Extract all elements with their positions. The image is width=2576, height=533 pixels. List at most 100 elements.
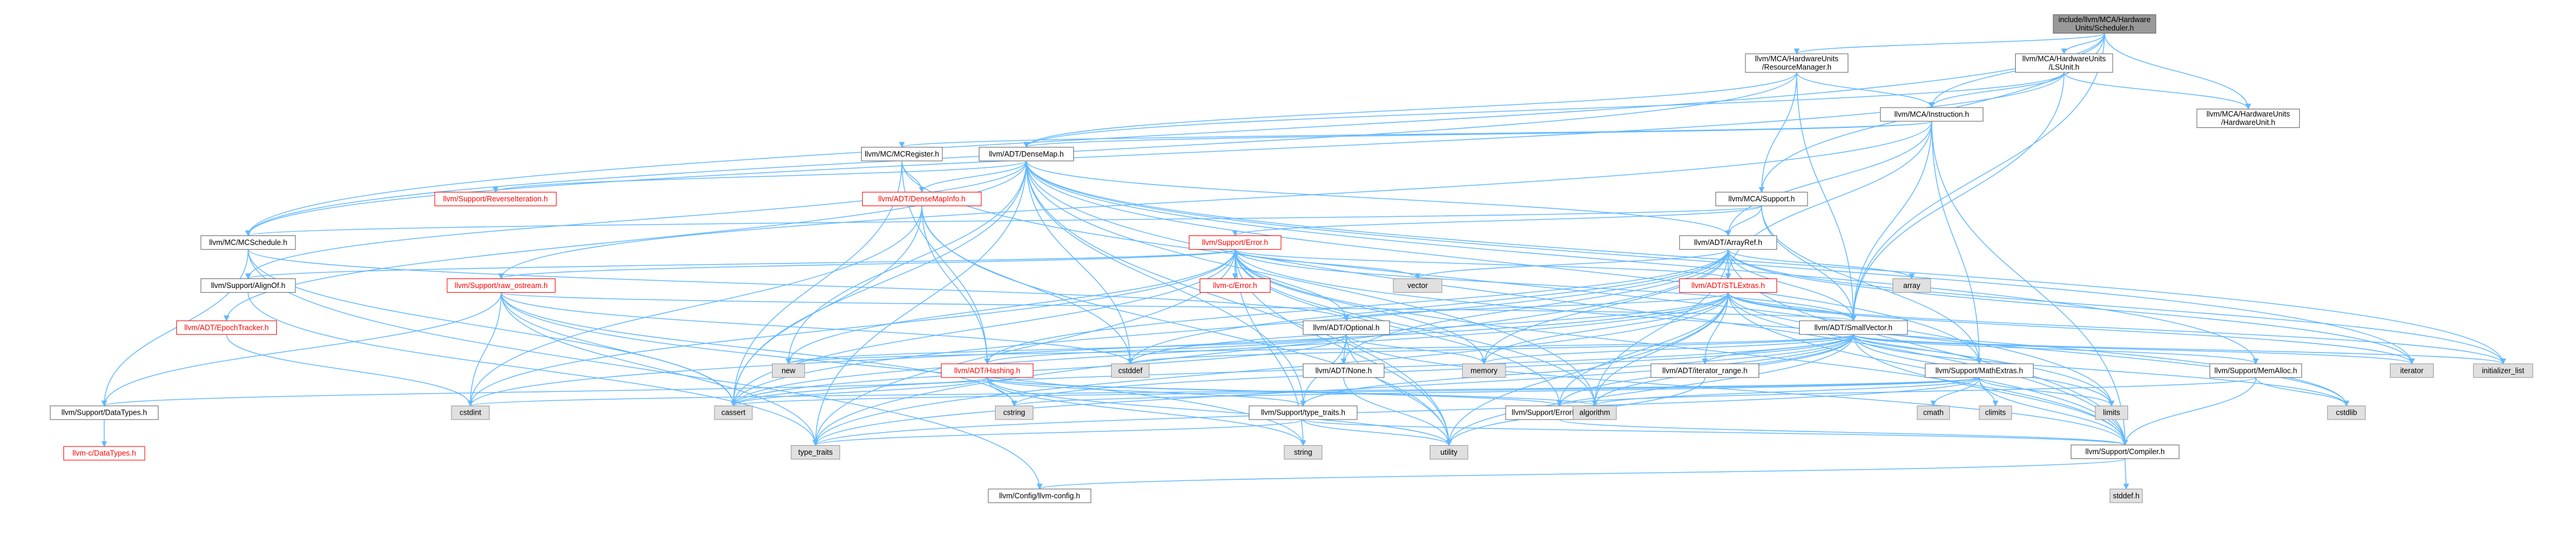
node-arrayref[interactable]: llvm/ADT/ArrayRef.h (1679, 235, 1777, 250)
node-cdatatypes[interactable]: llvm-c/DataTypes.h (63, 446, 145, 461)
node-box (714, 405, 753, 420)
edge-arrayref-to-smallvector (1727, 249, 1857, 321)
graph-nodes: include/llvm/MCA/HardwareUnits/Scheduler… (50, 14, 2534, 503)
node-label: llvm/Support/MathExtras.h (1936, 366, 2023, 375)
edge-densemap-to-initlist (1025, 161, 2506, 364)
edge-mathextras-to-cassert (731, 377, 1980, 407)
node-label: llvm/Support/raw_ostream.h (454, 281, 548, 290)
node-root[interactable]: include/llvm/MCA/HardwareUnits/Scheduler… (2053, 14, 2156, 34)
node-label: llvm/Support/Compiler.h (2086, 448, 2165, 456)
edge-densemap-to-reverseiter (493, 160, 1027, 193)
edge-arrayref-to-algorithm (1592, 249, 1729, 407)
edge-smallvector-to-utility (1446, 334, 1854, 446)
node-error[interactable]: llvm/Support/Error.h (1189, 235, 1281, 250)
node-mcregister[interactable]: llvm/MC/MCRegister.h (861, 146, 943, 161)
edge-resmgr-to-instruction (1796, 72, 1935, 109)
edge-densemap-to-mathextras (1025, 161, 1982, 364)
node-label: include/llvm/MCA/Hardware (2058, 16, 2150, 24)
edge-alignof-to-type_traits (248, 292, 819, 446)
node-box (861, 146, 943, 161)
node-mcschedule[interactable]: llvm/MC/MCSchedule.h (200, 235, 296, 250)
edge-root-to-mcschedule (245, 33, 2105, 237)
edge-typetraits-to-utility (1302, 419, 1452, 446)
node-label: llvm/MC/MCRegister.h (865, 150, 939, 158)
node-cassert: cassert (714, 405, 753, 420)
node-iterator: iterator (2389, 363, 2434, 378)
node-label: string (1294, 448, 1313, 457)
node-box (176, 320, 277, 335)
node-llvmconfig[interactable]: llvm/Config/llvm-config.h (988, 488, 1091, 503)
edge-mcschedule-to-llvmconfig (248, 249, 1043, 490)
node-type_traits: type_traits (790, 445, 840, 460)
edge-mcasupport-to-mathextras (1761, 206, 1982, 364)
node-box (1893, 278, 1931, 293)
edge-densemap-to-type_traits (812, 161, 1027, 446)
node-box (1284, 445, 1323, 460)
node-memalloc[interactable]: llvm/Support/MemAlloc.h (2209, 363, 2302, 378)
node-label: llvm/Support/type_traits.h (1261, 409, 1345, 417)
node-datatypes[interactable]: llvm/Support/DataTypes.h (50, 405, 159, 420)
node-epochtracker[interactable]: llvm/ADT/EpochTracker.h (176, 320, 277, 335)
edge-stlextras-to-optional (1343, 292, 1729, 321)
node-densemap[interactable]: llvm/ADT/DenseMap.h (978, 146, 1074, 161)
node-limits: limits (2095, 405, 2128, 420)
edge-instruction-to-compiler (1931, 121, 2128, 446)
node-resmgr[interactable]: llvm/MCA/HardwareUnits/ResourceManager.h (1745, 53, 1849, 73)
edge-arrayref-to-hashing (984, 249, 1729, 364)
node-smallvector[interactable]: llvm/ADT/SmallVector.h (1799, 320, 1908, 335)
edge-root-to-lsunit (2061, 33, 2105, 54)
node-optional[interactable]: llvm/ADT/Optional.h (1302, 320, 1390, 335)
node-cerror[interactable]: llvm-c/Error.h (1200, 278, 1271, 293)
edge-stlextras-to-type_traits (812, 292, 1729, 446)
node-none[interactable]: llvm/ADT/None.h (1302, 363, 1385, 378)
node-alignof[interactable]: llvm/Support/AlignOf.h (200, 278, 296, 293)
edge-densemapinfo-to-cstdint (467, 206, 923, 407)
node-rawostream[interactable]: llvm/Support/raw_ostream.h (447, 278, 556, 293)
node-label: stddef.h (2113, 492, 2139, 500)
node-label: llvm/MCA/Support.h (1728, 195, 1794, 203)
edge-root-to-resmgr (1794, 32, 2105, 54)
node-box (1111, 363, 1150, 378)
node-lsunit[interactable]: llvm/MCA/HardwareUnits/LSUnit.h (2015, 53, 2113, 73)
node-cstddef: cstddef (1111, 363, 1150, 378)
node-compiler[interactable]: llvm/Support/Compiler.h (2071, 445, 2180, 460)
edge-instruction-to-smallvector (1850, 121, 1933, 321)
edge-root-to-hwunit (2104, 33, 2251, 110)
edge-stlextras-to-iterator (1727, 292, 2415, 364)
node-label: llvm-c/Error.h (1213, 281, 1258, 290)
node-mathextras[interactable]: llvm/Support/MathExtras.h (1925, 363, 2034, 378)
node-label: initializer_list (2482, 366, 2525, 375)
node-box (2110, 488, 2143, 503)
node-reverseiter[interactable]: llvm/Support/ReverseIteration.h (434, 192, 557, 207)
edge-smallvector-to-cassert (730, 334, 1854, 407)
edge-mathextras-to-climits (1979, 377, 1999, 407)
node-label: llvm/MCA/HardwareUnits (2206, 110, 2290, 118)
node-typetraits[interactable]: llvm/Support/type_traits.h (1249, 405, 1358, 420)
node-label: climits (1985, 409, 2006, 417)
edge-resmgr-to-mcasupport (1759, 72, 1797, 193)
node-stlextras[interactable]: llvm/ADT/STLExtras.h (1679, 278, 1777, 293)
node-instruction[interactable]: llvm/MCA/Instruction.h (1880, 107, 1983, 122)
edge-rawostream-to-datatypes (101, 292, 502, 407)
node-label: type_traits (798, 448, 833, 457)
node-hwunit[interactable]: llvm/MCA/HardwareUnits/HardwareUnit.h (2196, 108, 2300, 128)
node-hashing[interactable]: llvm/ADT/Hashing.h (941, 363, 1034, 378)
node-label: llvm/ADT/None.h (1316, 366, 1372, 375)
edge-none-to-utility (1343, 377, 1452, 446)
edge-error-to-compiler (1234, 249, 2128, 446)
node-mcasupport[interactable]: llvm/MCA/Support.h (1715, 192, 1808, 207)
edge-mcasupport-to-arrayref (1725, 206, 1762, 237)
node-label: llvm/MCA/HardwareUnits (1755, 55, 1839, 63)
edge-arrayref-to-array (1727, 249, 1915, 280)
node-box (1650, 363, 1760, 378)
node-box (2327, 405, 2366, 420)
edge-densemap-to-alignof (245, 161, 1027, 280)
node-iterrange[interactable]: llvm/ADT/iterator_range.h (1650, 363, 1760, 378)
node-box (1200, 278, 1271, 293)
node-box (2015, 53, 2113, 73)
edge-densemap-to-epochtracker (224, 161, 1027, 321)
node-densemapinfo[interactable]: llvm/ADT/DenseMapInfo.h (862, 192, 982, 207)
node-label: /LSUnit.h (2049, 63, 2079, 72)
node-box (200, 278, 296, 293)
node-label: algorithm (1579, 409, 1610, 417)
